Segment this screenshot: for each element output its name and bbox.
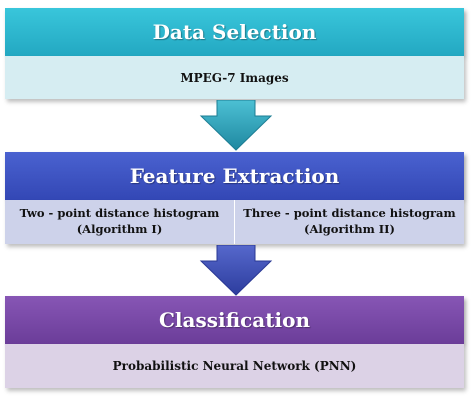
data-selection-box: MPEG-7 Images [5,56,464,99]
feature-extraction-box: Two - point distance histogram (Algorith… [5,200,464,244]
algorithm-1-label: (Algorithm I) [76,222,163,236]
data-selection-title: Data Selection [152,20,317,44]
algorithm-2-cell: Three - point distance histogram (Algori… [234,200,464,244]
classification-subtitle: Probabilistic Neural Network (PNN) [112,359,357,373]
classification-box: Probabilistic Neural Network (PNN) [5,344,464,388]
algorithm-2-label: (Algorithm II) [304,222,395,236]
classification-header: Classification [5,296,464,344]
down-arrow-1 [199,100,273,151]
data-selection-header: Data Selection [5,8,464,56]
algorithm-2-name: Three - point distance histogram [243,206,456,221]
feature-extraction-title: Feature Extraction [129,164,340,188]
feature-extraction-header: Feature Extraction [5,152,464,200]
classification-title: Classification [159,308,310,332]
data-selection-subtitle: MPEG-7 Images [180,70,289,85]
algorithm-1-cell: Two - point distance histogram (Algorith… [5,200,234,244]
algorithm-1-name: Two - point distance histogram [19,206,220,221]
down-arrow-2 [199,245,273,296]
